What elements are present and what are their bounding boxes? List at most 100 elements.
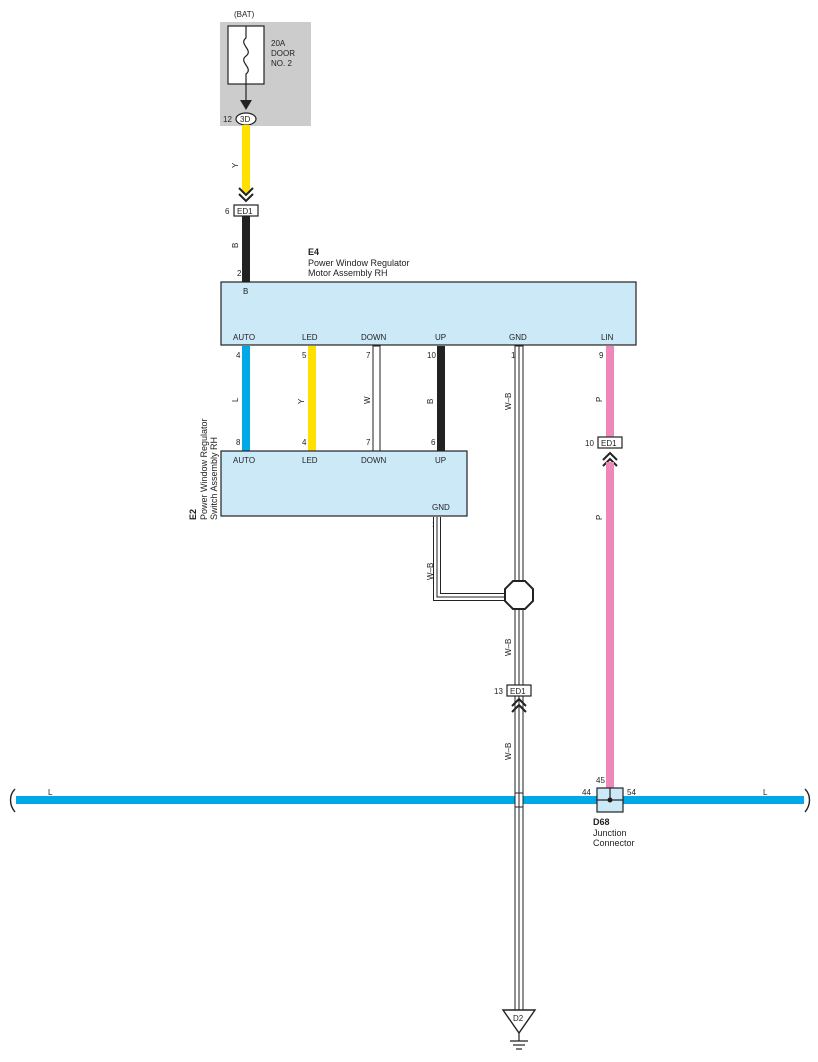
junction-pin-left: 44 [582,788,591,797]
motor-top-pin-label: B [243,287,248,296]
motor-pin-lin-number: 9 [599,351,604,360]
bus-wire: L L [9,788,811,813]
connector-ed1-lin: 10 ED1 [585,436,623,449]
wire-color-label: B [231,243,240,248]
wire-color-label-gnd-lower: W–B [504,743,513,760]
motor-pin-up-label: UP [435,333,446,342]
switch-pin-auto-number: 8 [236,438,241,447]
motor-pin-auto-label: AUTO [233,333,255,342]
connector-label: ED1 [510,687,526,696]
switch-caption: E2 Power Window Regulator Switch Assembl… [188,418,219,520]
splice-octagon-icon [504,580,534,610]
junction-dot-icon [607,797,613,803]
motor-pin-led-number: 5 [302,351,307,360]
connector-box [506,684,532,697]
wire-color-label: Y [297,398,306,404]
junction-pin-top: 45 [596,776,605,785]
bus-left-segment [16,796,597,804]
wire-blue-body [242,346,250,451]
motor-assembly: E4 Power Window Regulator Motor Assembly… [220,247,637,346]
fuse-arrow-icon [240,100,252,110]
switch-pin-down-label: DOWN [361,456,387,465]
motor-name-line2: Motor Assembly RH [308,268,388,278]
wire-pink-lower [606,462,614,788]
switch-pin-up-number: 6 [431,438,436,447]
wire-color-label: L [48,788,53,797]
bus-right-segment [623,796,804,804]
break-mark-left-icon [9,788,16,813]
wire-gnd-main: W–B [504,345,524,1012]
wire-wb-path-inner [434,517,511,600]
switch-assembly: AUTO LED DOWN UP GND [220,450,468,517]
fuse-rating: 20A [271,39,286,48]
ground-triangle-icon [501,1009,537,1035]
switch-code: E2 [188,509,198,520]
fuse-box: (BAT) 20A DOOR NO. 2 12 3D [220,10,311,126]
fuse-icon [243,26,249,84]
junction-pin-right: 54 [627,788,636,797]
motor-pin-down-number: 7 [366,351,371,360]
connector-ed1-gnd: 13 ED1 [494,684,532,697]
ground-code: D2 [513,1014,524,1023]
wire-pink-upper [606,346,614,438]
junction-name-line1: Junction [593,828,627,838]
double-chevron-up-icon [602,451,618,467]
wire-color-label: B [426,399,435,404]
wire-color-label: W–B [504,393,513,410]
switch-pin-led-label: LED [302,456,318,465]
ground-point: D2 [501,1009,537,1050]
wire-y-body [242,125,250,193]
wire-wb-path-outer [433,517,511,601]
wire-y-fuse-ed1: Y [231,125,250,193]
motor-name-line1: Power Window Regulator [308,258,410,268]
fuse-name-line2: NO. 2 [271,59,292,68]
connector-box [597,436,623,449]
double-chevron-icon [238,187,254,203]
wire-color-label-gnd-mid: W–B [504,639,513,656]
junction-connector: 45 44 54 D68 Junction Connector [582,776,636,848]
connector-label: ED1 [237,207,253,216]
wire-color-label: Y [231,162,240,168]
motor-pin-auto-number: 4 [236,351,241,360]
double-chevron-up-icon [511,697,527,713]
connector-ed1-top: 6 ED1 [225,204,259,217]
switch-pin-auto-label: AUTO [233,456,255,465]
wire-gnd-switch: W–B [426,517,511,601]
junction-code: D68 [593,817,610,827]
connector-pin-number: 6 [225,207,230,216]
connector-pin-number: 13 [494,687,503,696]
motor-code: E4 [308,247,319,257]
wire-down: W [363,345,381,452]
wire-color-label: W [363,396,372,404]
motor-pin-gnd-number: 1 [511,351,516,360]
switch-pin-led-number: 4 [302,438,307,447]
wire-lin: P 10 ED1 P [585,346,623,788]
fuse-pin-number: 12 [223,115,232,124]
connector-pin-number: 10 [585,439,594,448]
motor-top-pin-number: 2 [237,269,242,278]
fuse-source-label: (BAT) [234,10,255,19]
wire-color-label: L [763,788,768,797]
wire-color-label: P [595,397,604,402]
switch-name-line1: Power Window Regulator [199,418,209,520]
motor-pin-up-number: 10 [427,351,436,360]
wire-color-label: L [231,397,240,402]
wire-led: Y [297,346,316,451]
motor-pin-gnd-label: GND [509,333,527,342]
connector-label: ED1 [601,439,617,448]
wire-wb-path-stripe [436,517,511,598]
wire-yellow-body [308,346,316,451]
switch-name-line2: Switch Assembly RH [209,437,219,520]
wire-black-body [437,346,445,451]
switch-pin-up-label: UP [435,456,446,465]
wire-auto: L [231,346,250,451]
switch-pin-down-number: 7 [366,438,371,447]
switch-body [220,450,468,517]
wire-b-ed1-motor: B [231,216,250,282]
motor-body [220,281,637,346]
wire-color-label: W–B [426,563,435,580]
break-mark-right-icon [804,788,811,813]
motor-pin-down-label: DOWN [361,333,387,342]
fuse-connector-label: 3D [240,115,250,124]
